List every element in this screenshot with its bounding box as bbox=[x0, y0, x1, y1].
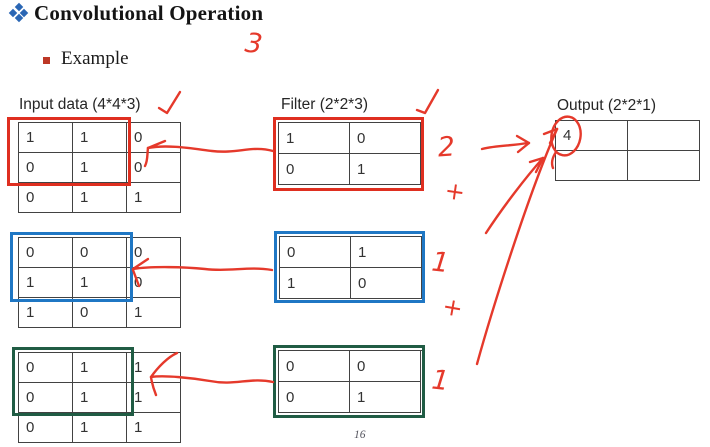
matrix-cell: 1 bbox=[73, 153, 127, 183]
filter-matrix-blue: 0 1 1 0 bbox=[279, 236, 422, 299]
matrix-cell: 1 bbox=[73, 123, 127, 153]
output-label: Output (2*2*1) bbox=[557, 97, 657, 114]
matrix-cell: 1 bbox=[350, 382, 421, 413]
matrix-cell: 0 bbox=[279, 154, 350, 185]
filter-matrix-green: 0 0 0 1 bbox=[278, 350, 422, 413]
matrix-cell: 1 bbox=[350, 154, 421, 185]
four-diamonds-bullet-icon bbox=[8, 2, 29, 23]
arrowhead-icon bbox=[534, 156, 545, 174]
matrix-cell: 1 bbox=[127, 353, 181, 383]
output-matrix: 4 bbox=[555, 120, 700, 181]
filter-box-green: 0 0 0 1 bbox=[273, 345, 425, 418]
red-square-bullet-icon bbox=[43, 56, 50, 64]
matrix-cell: 1 bbox=[19, 298, 73, 328]
matrix-cell: 0 bbox=[127, 153, 181, 183]
handwritten-number: 1 bbox=[430, 365, 450, 398]
output-cell bbox=[628, 151, 700, 181]
matrix-cell: 0 bbox=[280, 237, 351, 268]
arrowhead-icon bbox=[515, 134, 531, 145]
arrowhead-icon bbox=[516, 141, 531, 154]
blue-highlight-window bbox=[10, 232, 133, 302]
check-icon bbox=[415, 88, 440, 115]
matrix-cell: 0 bbox=[127, 123, 181, 153]
handwritten-number: 2 bbox=[437, 131, 456, 163]
matrix-cell: 0 bbox=[350, 351, 421, 382]
matrix-cell: 1 bbox=[351, 237, 422, 268]
matrix-cell: 0 bbox=[351, 268, 422, 299]
handwritten-plus: + bbox=[440, 292, 465, 323]
arrow-green-result-to-output bbox=[475, 127, 559, 366]
input-data-label: Input data (4*4*3) bbox=[19, 96, 141, 113]
handwritten-number: 1 bbox=[430, 247, 450, 280]
matrix-cell: 0 bbox=[19, 153, 73, 183]
matrix-cell: 1 bbox=[127, 383, 181, 413]
filter-box-red: 1 0 0 1 bbox=[273, 117, 424, 191]
handwritten-number: 3 bbox=[243, 28, 264, 61]
matrix-cell: 1 bbox=[127, 413, 181, 443]
matrix-cell: 1 bbox=[279, 123, 350, 154]
arrow-blue-result-to-output bbox=[484, 156, 545, 235]
matrix-cell: 0 bbox=[19, 383, 73, 413]
matrix-cell: 1 bbox=[19, 268, 73, 298]
filter-box-blue: 0 1 1 0 bbox=[274, 231, 425, 303]
matrix-cell: 0 bbox=[279, 351, 350, 382]
page-number: 16 bbox=[354, 429, 366, 441]
input-matrix-red: 1 1 0 0 1 0 0 1 1 bbox=[18, 122, 181, 213]
matrix-cell: 1 bbox=[73, 183, 127, 213]
matrix-cell: 0 bbox=[127, 268, 181, 298]
matrix-cell: 0 bbox=[73, 238, 127, 268]
matrix-cell: 1 bbox=[73, 413, 127, 443]
matrix-cell: 1 bbox=[280, 268, 351, 299]
handwritten-plus: + bbox=[443, 176, 467, 207]
matrix-cell: 1 bbox=[127, 298, 181, 328]
matrix-cell: 0 bbox=[19, 353, 73, 383]
matrix-cell: 0 bbox=[279, 382, 350, 413]
example-bullet-line: Example bbox=[43, 48, 129, 70]
green-highlight-window bbox=[12, 347, 134, 416]
matrix-cell: 0 bbox=[19, 413, 73, 443]
matrix-cell: 1 bbox=[73, 383, 127, 413]
matrix-cell: 0 bbox=[73, 298, 127, 328]
example-label: Example bbox=[61, 48, 129, 69]
matrix-cell: 0 bbox=[19, 238, 73, 268]
red-highlight-window bbox=[7, 117, 131, 186]
matrix-cell: 1 bbox=[73, 353, 127, 383]
input-matrix-blue: 0 0 0 1 1 0 1 0 1 bbox=[18, 237, 181, 328]
page-title: Convolutional Operation bbox=[34, 1, 264, 25]
output-cell bbox=[628, 121, 700, 151]
matrix-cell: 1 bbox=[73, 268, 127, 298]
matrix-cell: 1 bbox=[127, 183, 181, 213]
matrix-cell: 0 bbox=[350, 123, 421, 154]
filter-label: Filter (2*2*3) bbox=[281, 96, 368, 113]
matrix-cell: 1 bbox=[19, 123, 73, 153]
output-cell: 4 bbox=[556, 121, 628, 151]
slide-header: Convolutional Operation bbox=[8, 1, 264, 26]
arrowhead-icon bbox=[528, 156, 545, 164]
matrix-cell: 0 bbox=[19, 183, 73, 213]
check-icon bbox=[157, 90, 182, 115]
output-cell bbox=[556, 151, 628, 181]
filter-matrix-red: 1 0 0 1 bbox=[278, 122, 421, 185]
matrix-cell: 0 bbox=[127, 238, 181, 268]
arrow-result-to-output bbox=[480, 141, 529, 151]
